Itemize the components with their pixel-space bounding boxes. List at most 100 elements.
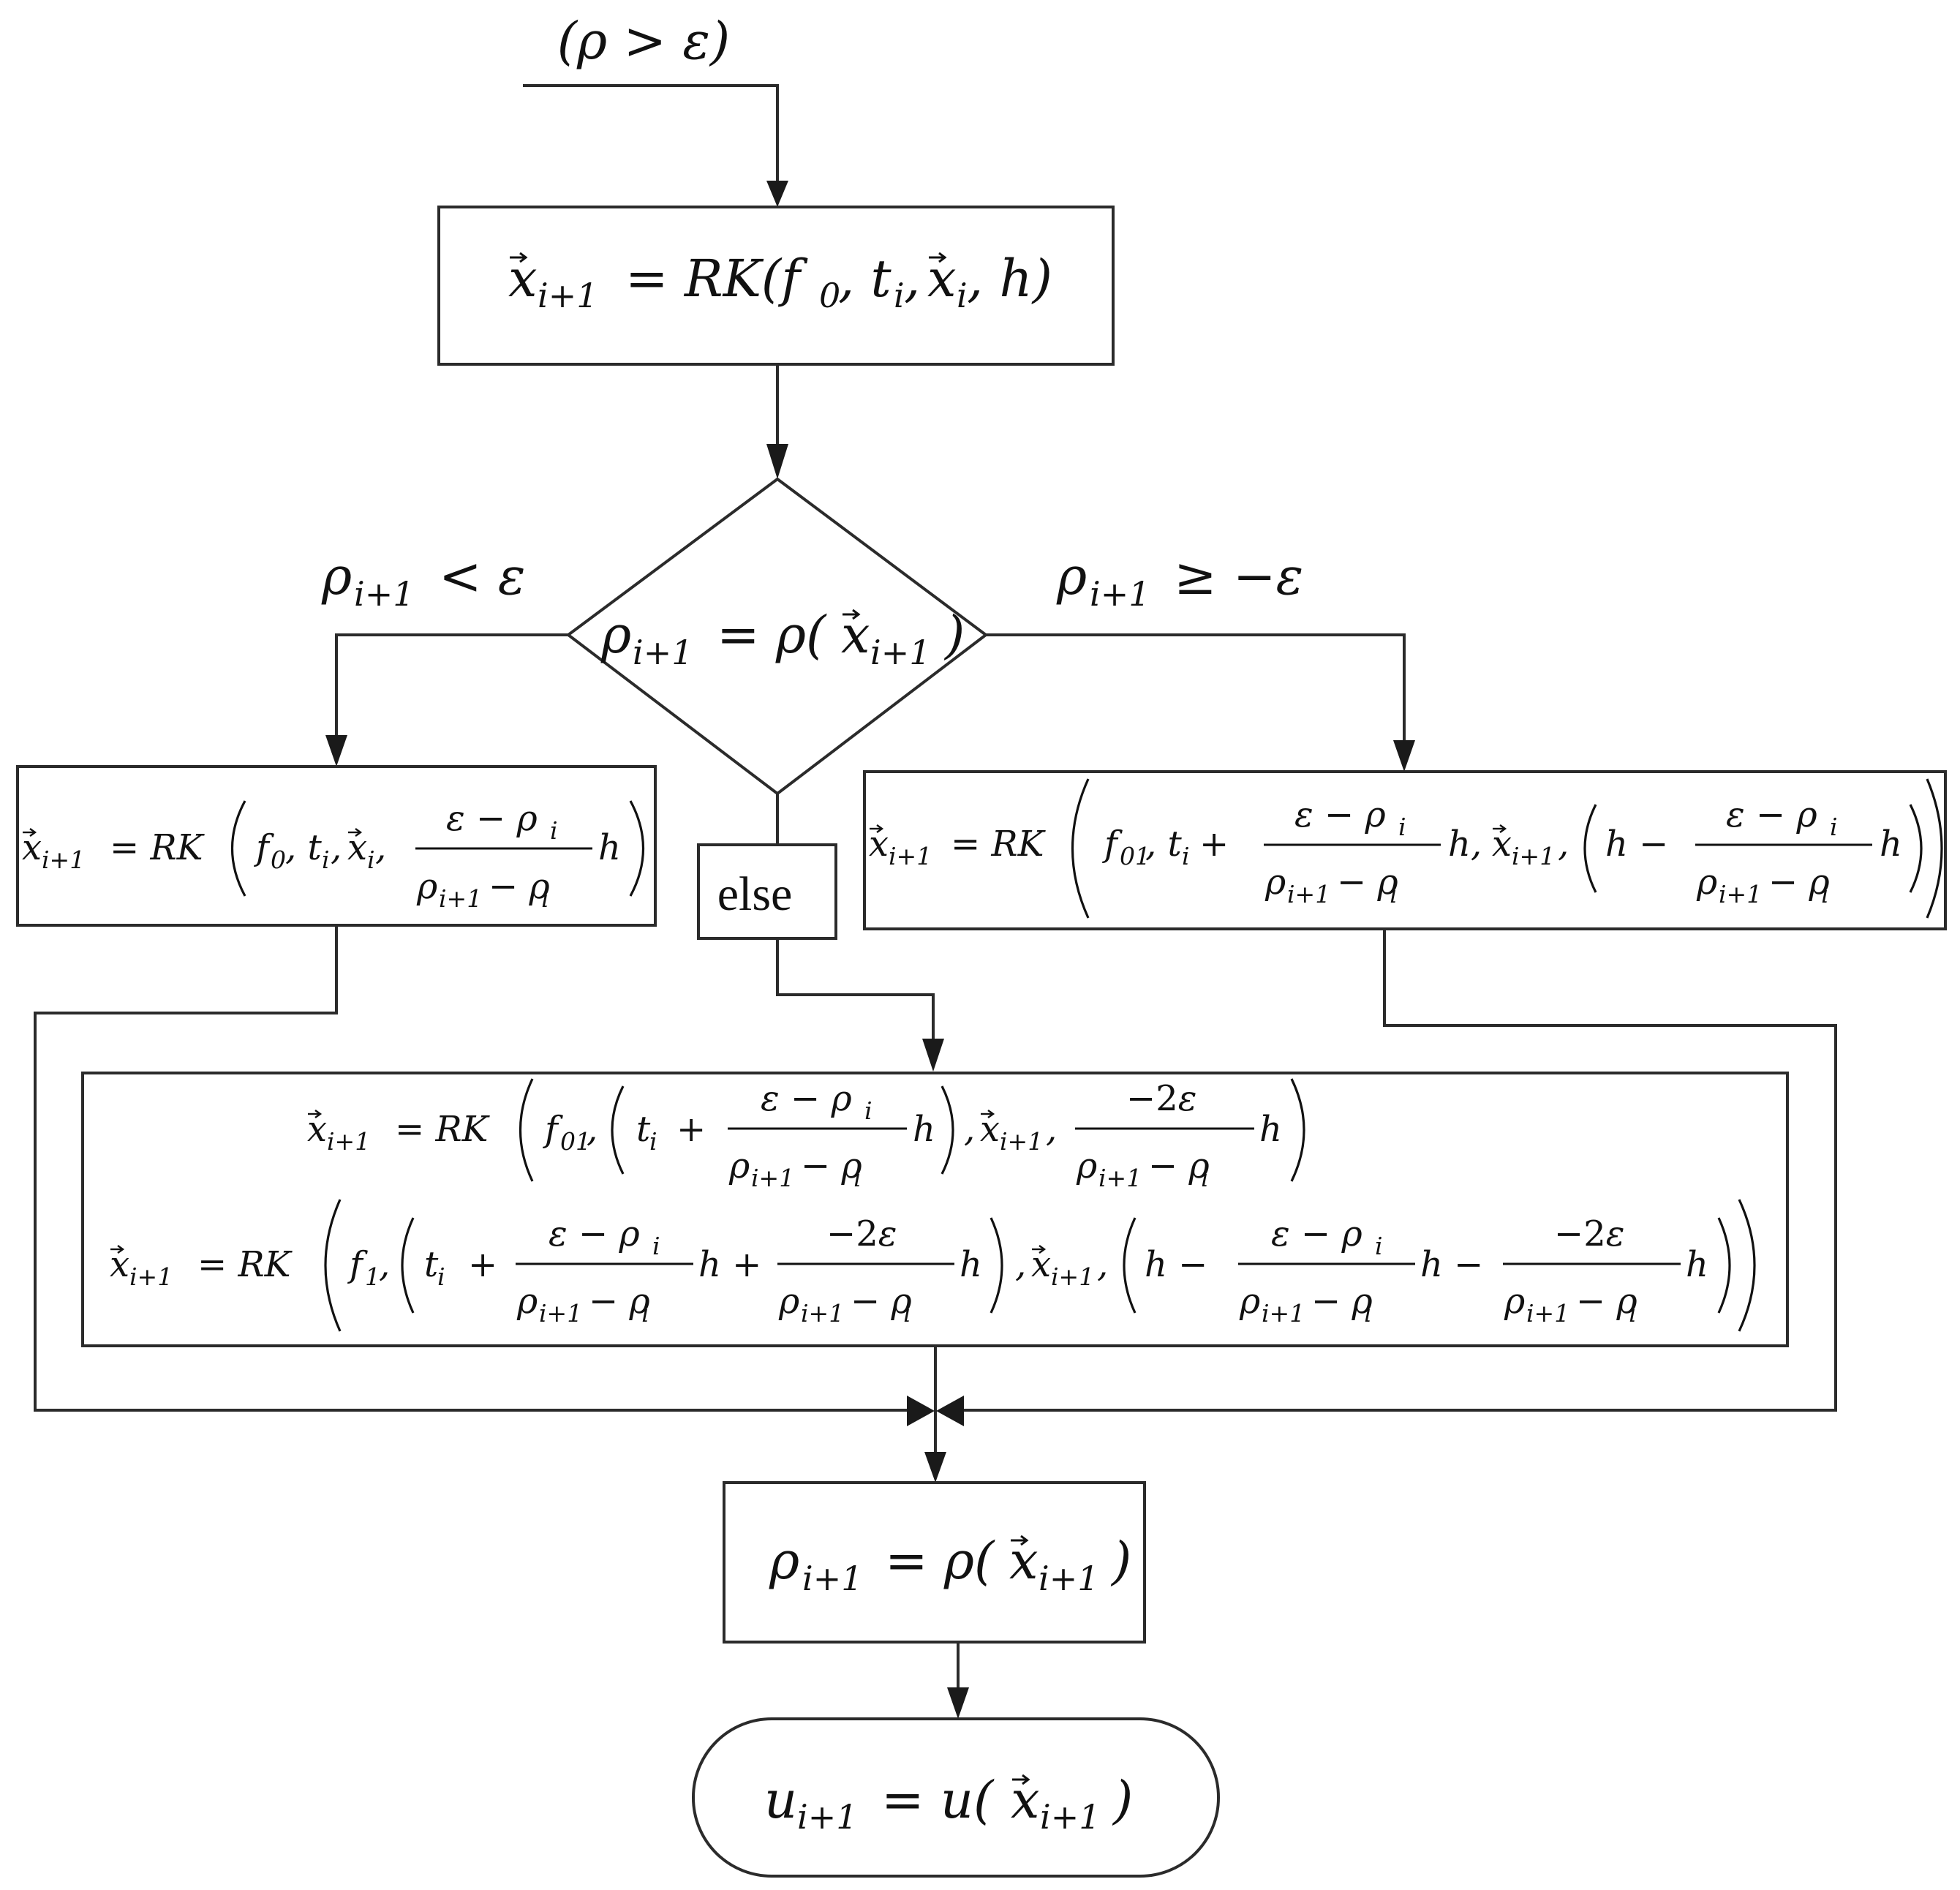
svg-text:x: x [980, 1109, 1000, 1150]
svg-text:, h): , h) [967, 249, 1052, 309]
svg-text:h,: h, [1448, 824, 1482, 865]
middle-box-formula-line1: x i+1 = RK f 01 , t i + ε − ρ i ρ i+1 − … [306, 1078, 1305, 1192]
svg-text:t: t [424, 1244, 439, 1285]
arrow-merge-from-left [907, 1396, 935, 1426]
svg-text:ε − ρ: ε − ρ [549, 1213, 640, 1254]
svg-text:= u(: = u( [881, 1770, 995, 1830]
svg-text:i+1: i+1 [1090, 574, 1150, 614]
update-box [723, 1481, 1146, 1644]
svg-text:= RK: = RK [951, 824, 1047, 865]
svg-text:h: h [598, 827, 621, 868]
svg-text:i+1: i+1 [751, 1164, 794, 1192]
svg-text:h −: h − [1605, 824, 1668, 865]
middle-box [81, 1072, 1789, 1347]
svg-text:− ρ: − ρ [489, 866, 550, 907]
svg-text:i: i [1375, 1232, 1383, 1260]
svg-text:= ρ(: = ρ( [717, 605, 827, 665]
svg-text:i: i [550, 816, 558, 845]
arrow-into-left-box [325, 735, 347, 767]
svg-text:x: x [869, 824, 889, 865]
svg-text:t: t [636, 1109, 651, 1150]
svg-text:ε − ρ: ε − ρ [1271, 1213, 1362, 1254]
svg-text:h: h [1686, 1244, 1708, 1285]
svg-text:i: i [1821, 880, 1829, 908]
svg-text:− ρ: − ρ [589, 1281, 650, 1322]
svg-text:,: , [379, 1244, 390, 1285]
svg-text:− ρ: − ρ [1337, 862, 1398, 903]
right-return-line [949, 929, 1837, 1412]
svg-text:ρ: ρ [1264, 862, 1286, 903]
svg-text:x: x [307, 1109, 327, 1150]
left-box [16, 765, 657, 927]
svg-text:ρ: ρ [1504, 1281, 1525, 1322]
svg-text:i: i [1390, 880, 1398, 908]
entry-condition-text: (ρ > ε) [557, 11, 731, 71]
svg-text:i+1: i+1 [1512, 842, 1555, 870]
right-box [863, 770, 1947, 930]
svg-text:, t: , t [285, 827, 323, 868]
update-box-formula: ρ i+1 = ρ( x i+1 ) [769, 1531, 1131, 1598]
else-label: else [717, 867, 793, 921]
branch-left-label: ρ i+1 < ε [321, 546, 525, 614]
svg-text:x: x [22, 827, 42, 868]
svg-text:i: i [894, 276, 905, 315]
terminal-box [692, 1717, 1220, 1878]
svg-text:i+1: i+1 [797, 1797, 858, 1837]
svg-text:i: i [1629, 1299, 1637, 1328]
svg-text:< ε: < ε [439, 546, 525, 606]
else-to-middle-line [776, 938, 935, 1039]
svg-text:h −: h − [1145, 1244, 1207, 1285]
svg-text:x: x [110, 1244, 129, 1285]
svg-text:i+1: i+1 [1039, 1559, 1099, 1598]
svg-text:= RK(f: = RK(f [625, 249, 808, 309]
arrow-into-update-box [924, 1452, 946, 1483]
svg-text:h: h [913, 1109, 935, 1150]
svg-text:01: 01 [1120, 842, 1150, 870]
svg-text:i+1: i+1 [1098, 1164, 1142, 1192]
svg-text:,: , [1015, 1244, 1026, 1285]
svg-text:h +: h + [698, 1244, 761, 1285]
svg-text:= RK: = RK [395, 1109, 491, 1150]
svg-text:): ) [1110, 1531, 1131, 1591]
else-box [697, 843, 837, 940]
connectors [34, 84, 1837, 1691]
svg-text:+: + [468, 1244, 497, 1285]
arrow-merge-from-right [936, 1396, 964, 1426]
svg-text:i+1: i+1 [354, 574, 415, 614]
svg-text:): ) [943, 605, 965, 665]
svg-text:−2ε: −2ε [826, 1213, 897, 1254]
entry-line [523, 84, 779, 187]
svg-text:i+1: i+1 [538, 276, 598, 315]
svg-text:i+1: i+1 [1051, 1262, 1094, 1291]
svg-text:≥ −ε: ≥ −ε [1174, 546, 1303, 606]
svg-text:ε − ρ: ε − ρ [446, 798, 538, 839]
svg-text:i+1: i+1 [870, 633, 931, 672]
svg-text:i: i [1398, 813, 1406, 841]
entry-condition: (ρ > ε) [557, 11, 731, 71]
svg-text:i: i [1364, 1299, 1372, 1328]
svg-text:−2ε: −2ε [1126, 1078, 1197, 1119]
step-box [437, 206, 1115, 366]
svg-text:,: , [904, 249, 920, 309]
svg-text:1: 1 [365, 1262, 380, 1291]
left-branch-line [335, 633, 568, 742]
svg-text:i+1: i+1 [327, 1127, 370, 1156]
svg-text:,: , [1046, 1109, 1057, 1150]
svg-text:u: u [764, 1770, 797, 1830]
decision-formula: ρ i+1 = ρ( x i+1 ) [600, 605, 965, 672]
svg-text:− ρ: − ρ [801, 1145, 862, 1186]
svg-text:ρ: ρ [778, 1281, 799, 1322]
svg-text:01: 01 [560, 1127, 591, 1156]
svg-text:): ) [1112, 1770, 1133, 1830]
middle-box-formula-line2: x i+1 = RK f 1 , t i + ε − ρ i ρ i+1 − ρ… [109, 1199, 1756, 1332]
svg-text:= RK: = RK [110, 827, 206, 868]
svg-text:i+1: i+1 [802, 1559, 863, 1598]
arrow-into-terminal [947, 1687, 969, 1719]
svg-text:i+1: i+1 [539, 1299, 582, 1328]
svg-text:i+1: i+1 [1000, 1127, 1043, 1156]
svg-text:,: , [1558, 824, 1569, 865]
arrow-into-middle-box [922, 1039, 944, 1072]
svg-text:i+1: i+1 [1719, 880, 1762, 908]
svg-text:x: x [1031, 1244, 1051, 1285]
svg-text:i: i [641, 1299, 649, 1328]
